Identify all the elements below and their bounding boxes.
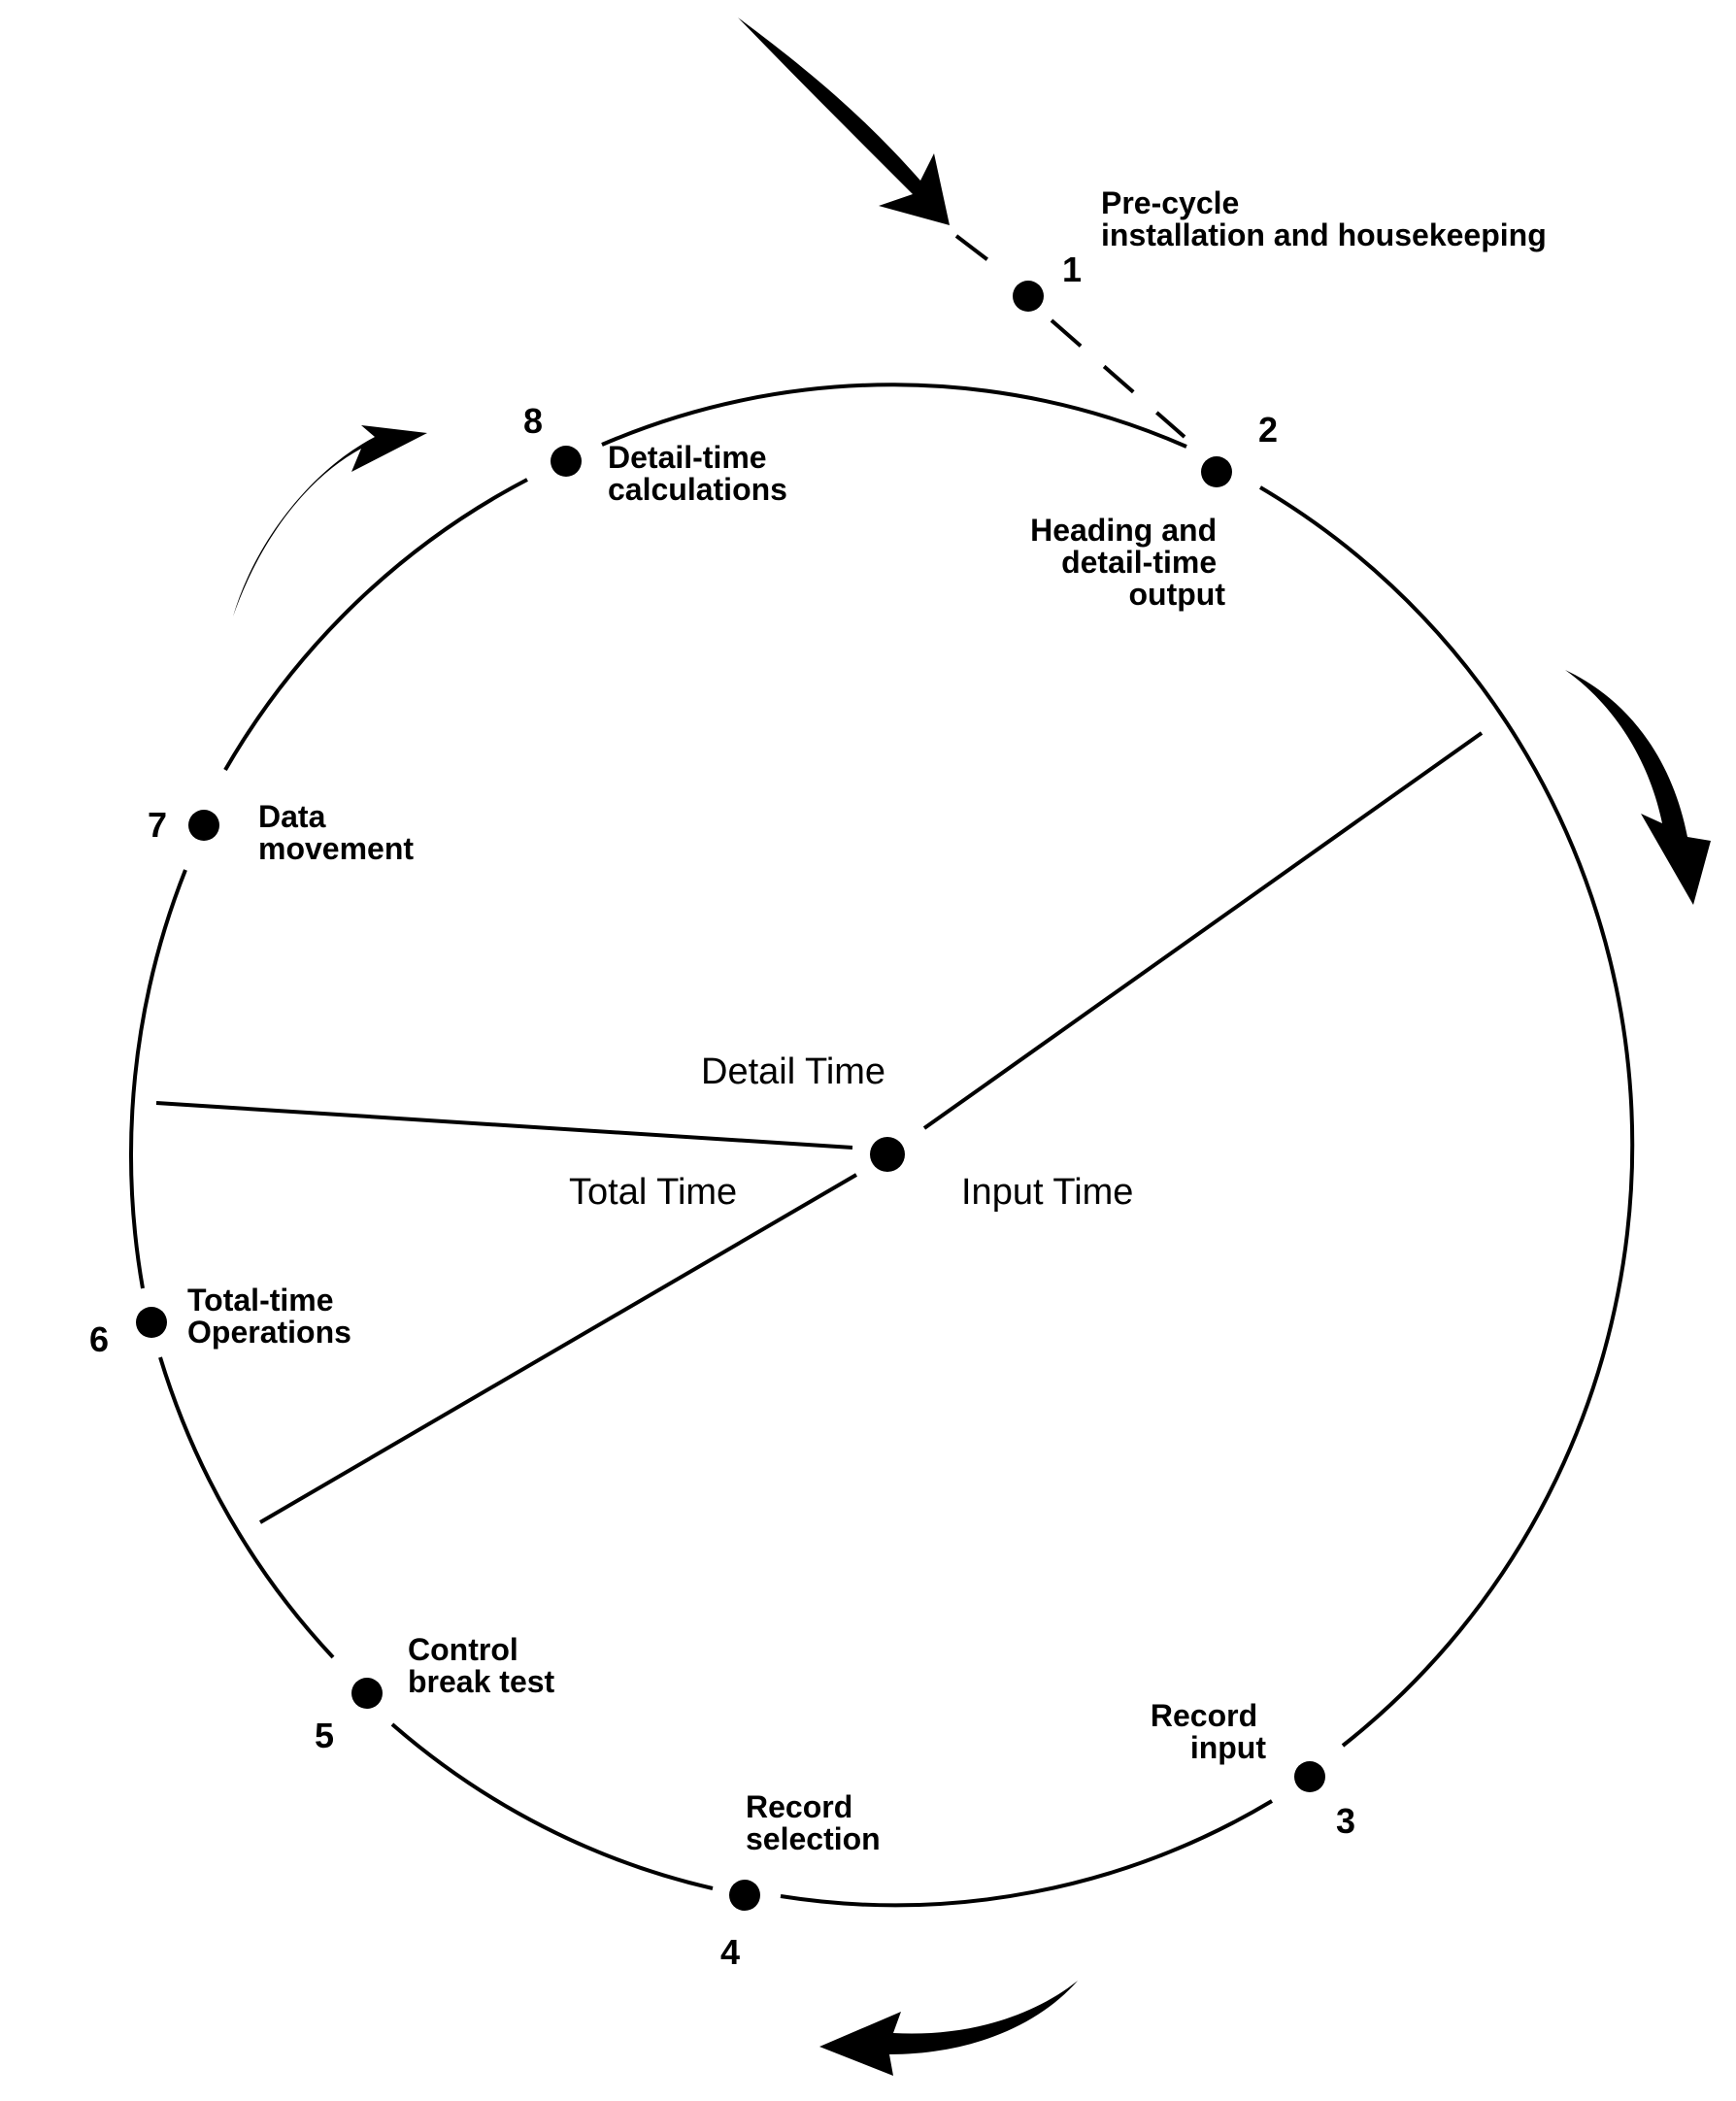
- flow-arrows: [233, 17, 1711, 2076]
- step-4-number: 4: [720, 1932, 740, 1972]
- node-4-dot: [729, 1880, 760, 1911]
- arc-5-6: [158, 1356, 335, 1659]
- pre-cycle-dashed-path: [954, 234, 1186, 439]
- node-6-dot: [136, 1307, 167, 1338]
- cycle-circle: [129, 383, 1635, 1908]
- detail-time-label: Detail Time: [701, 1051, 885, 1092]
- sector-labels: Detail Time Total Time Input Time: [569, 1051, 1133, 1213]
- divider-input-detail: [922, 731, 1484, 1130]
- step-3-label: Record input: [1151, 1698, 1266, 1765]
- step-7-number: 7: [148, 805, 167, 845]
- arc-7-8: [223, 478, 528, 772]
- step-8-label: Detail-time calculations: [608, 440, 787, 507]
- node-3-dot: [1294, 1761, 1325, 1792]
- arc-4-5: [390, 1722, 714, 1890]
- step-4-label: Record selection: [746, 1789, 881, 1856]
- sector-dividers: [155, 731, 1484, 1524]
- total-time-label: Total Time: [569, 1172, 737, 1213]
- arrow-2-icon: [1565, 670, 1711, 905]
- input-time-label: Input Time: [961, 1172, 1133, 1213]
- step-2-number: 2: [1258, 410, 1278, 450]
- step-2-label: Heading and detail-time output: [1030, 513, 1225, 612]
- arrow-4-icon: [819, 1981, 1078, 2076]
- step-6-label: Total-time Operations: [187, 1283, 351, 1350]
- arrow-8-icon: [233, 425, 427, 617]
- divider-detail-total: [155, 1101, 853, 1150]
- divider-total-input: [258, 1173, 858, 1524]
- step-nodes: [136, 281, 1325, 1911]
- arc-6-7: [129, 869, 187, 1289]
- arc-3-4: [780, 1799, 1274, 1908]
- node-8-dot: [551, 446, 582, 477]
- step-7-label: Data movement: [258, 799, 414, 866]
- node-7-dot: [188, 810, 219, 841]
- step-3-number: 3: [1336, 1801, 1355, 1841]
- step-1-number: 1: [1062, 250, 1082, 289]
- step-6-number: 6: [89, 1319, 109, 1359]
- dashed-line-1-to-2: [1050, 318, 1186, 439]
- step-5-label: Control break test: [408, 1632, 555, 1699]
- step-numbers: 1 2 3 4 5 6 7 8: [89, 250, 1355, 1972]
- dashed-line-to-1: [954, 234, 1012, 279]
- node-1-dot: [1013, 281, 1044, 312]
- center-dot: [870, 1137, 905, 1172]
- step-1-label: Pre-cycle installation and housekeeping: [1101, 185, 1547, 252]
- step-5-number: 5: [315, 1716, 334, 1755]
- arc-2-3: [1258, 485, 1635, 1748]
- step-labels: Pre-cycle installation and housekeeping …: [187, 185, 1547, 1856]
- node-2-dot: [1201, 456, 1232, 487]
- step-8-number: 8: [523, 401, 543, 441]
- arc-8-2: [601, 383, 1187, 449]
- node-5-dot: [351, 1678, 383, 1709]
- entry-arrow-icon: [738, 17, 950, 225]
